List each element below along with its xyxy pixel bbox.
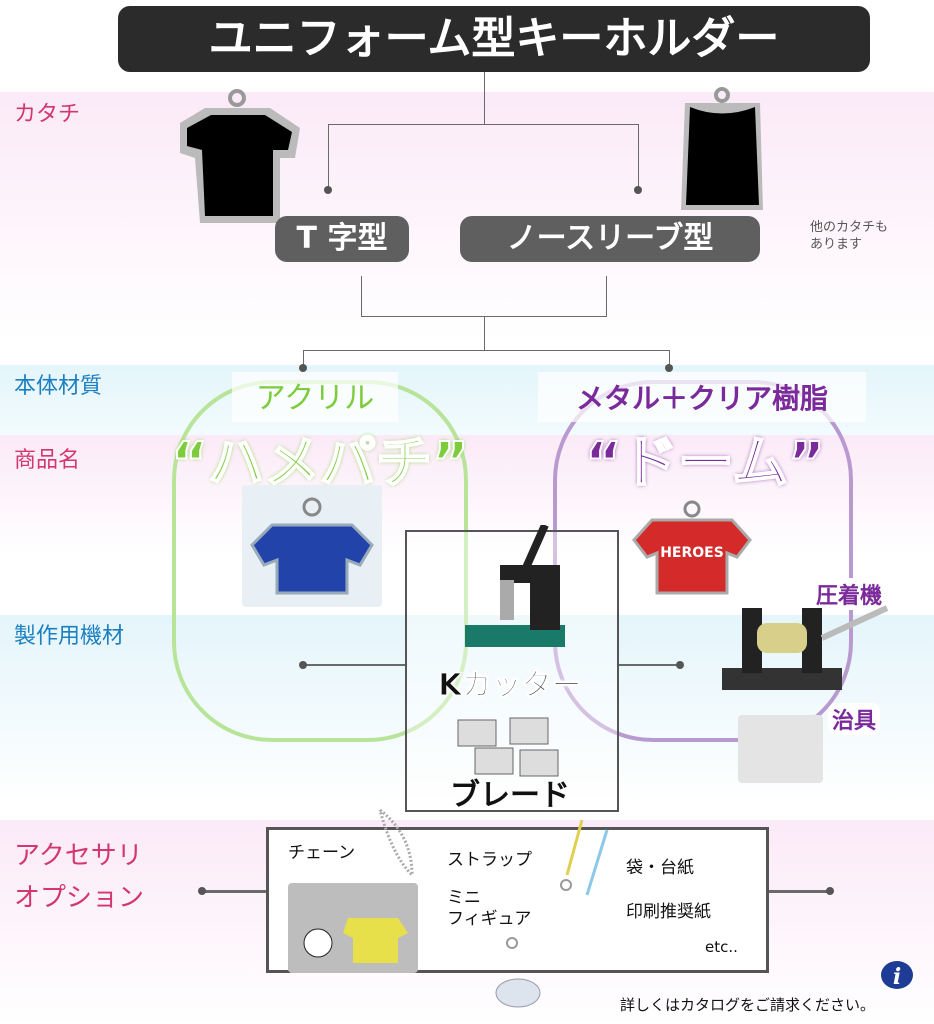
connector: [769, 890, 831, 893]
connector: [484, 316, 485, 350]
connector: [361, 276, 362, 316]
other-shapes-note: 他のカタチもあります: [810, 220, 889, 252]
connector-dot: [198, 887, 206, 895]
connector: [303, 350, 669, 351]
product-dome: “ドーム”: [584, 430, 826, 497]
blade-image: [457, 717, 559, 777]
connector: [606, 276, 607, 316]
accessory-paper: 印刷推奨紙: [626, 902, 711, 922]
connector-dot: [665, 364, 673, 372]
mini-figure-shoes-image: [495, 937, 541, 1008]
accessory-mini-figure: ミニフィギュア: [447, 888, 532, 930]
connector-dot: [826, 887, 834, 895]
row-label-accessory: アクセサリオプション: [14, 836, 144, 919]
t-shirt-keyholder-image: [180, 89, 300, 223]
press-machine-image: [722, 605, 889, 690]
catalog-request-link[interactable]: 詳しくはカタログをご請求ください。: [620, 996, 876, 1014]
row-label-material: 本体材質: [14, 374, 103, 399]
connector: [328, 124, 329, 190]
connector-dot: [299, 661, 307, 669]
shape-t-label: T 字型: [275, 216, 409, 262]
connector-dot: [324, 186, 332, 194]
connector: [303, 664, 405, 666]
svg-text:HEROES: HEROES: [660, 545, 724, 561]
connector: [484, 72, 485, 124]
connector: [328, 124, 638, 125]
row-label-shape: カタチ: [14, 102, 81, 127]
accessory-label: アクセサリ: [14, 841, 143, 871]
connector: [669, 350, 670, 368]
connector-dot: [676, 661, 684, 669]
accessory-strap: ストラップ: [447, 850, 532, 870]
connector-dot: [634, 186, 642, 194]
connector: [619, 664, 679, 666]
keychain-sample-image: [288, 883, 418, 973]
row-label-equipment: 製作用機材: [14, 624, 125, 649]
jig-image: [738, 715, 823, 783]
connector: [638, 124, 639, 190]
connector-dot: [299, 364, 307, 372]
accessory-bag: 袋・台紙: [626, 858, 694, 878]
hamepachi-sample-image: [242, 485, 382, 607]
row-label-product: 商品名: [14, 448, 81, 473]
dome-sample-image: HEROES: [632, 495, 752, 605]
k-cutter-image: [465, 525, 565, 647]
press-label: 圧着機: [812, 578, 887, 610]
sleeveless-keyholder-image: [681, 87, 763, 210]
accessory-etc: etc..: [705, 938, 738, 956]
svg-text:i: i: [893, 964, 901, 990]
option-label: オプション: [14, 882, 145, 913]
accessory-chain: チェーン: [288, 843, 356, 863]
jig-label: 治具: [828, 703, 881, 735]
shape-sleeveless-label: ノースリーブ型: [460, 216, 760, 262]
blade-label: ブレード: [450, 778, 570, 813]
page-title: ユニフォーム型キーホルダー: [118, 6, 870, 72]
material-metal-resin: メタル＋クリア樹脂: [538, 372, 866, 422]
k-cutter-label: Kカッター: [438, 668, 582, 704]
ball-chain-image: [378, 808, 414, 879]
connector: [303, 350, 304, 368]
material-acrylic: アクリル: [232, 372, 398, 422]
strap-image: [560, 819, 609, 896]
info-icon[interactable]: i: [880, 960, 914, 990]
connector: [203, 890, 266, 893]
